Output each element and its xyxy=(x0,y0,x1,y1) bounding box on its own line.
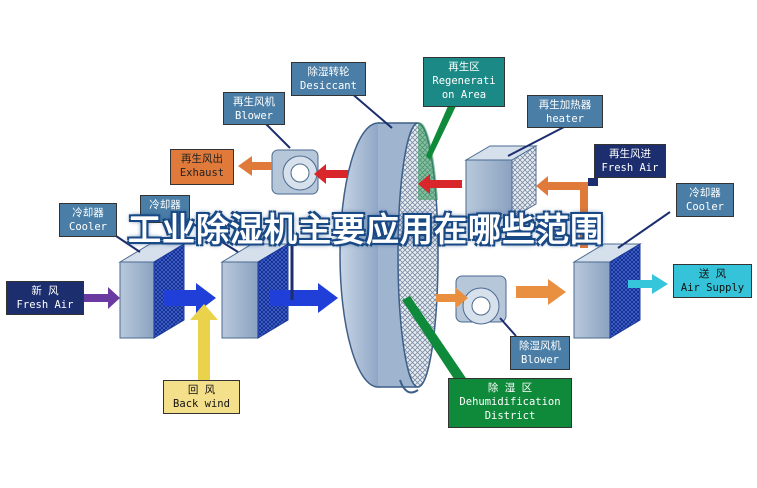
dehum-blower-label-zh: 除湿风机 xyxy=(519,340,561,352)
back-wind-label-zh: 回 风 xyxy=(187,384,216,396)
cooler-mid-label: 冷却器 xyxy=(140,195,190,223)
regen-area-label-en2: on Area xyxy=(441,89,487,101)
cooler-right-label: 冷却器 Cooler xyxy=(676,183,734,217)
cooler-right-label-zh: 冷却器 xyxy=(689,187,721,199)
dehum-blower xyxy=(455,275,507,325)
cooler-mid-label-zh: 冷却器 xyxy=(149,199,181,211)
regen-blower-label: 再生风机 Blower xyxy=(223,92,285,125)
process-flow-arrows xyxy=(84,240,668,382)
dehum-district-label: 除 湿 区 Dehumidification District xyxy=(448,378,572,428)
dehum-blower-label: 除湿风机 Blower xyxy=(510,336,570,370)
regen-blower-label-zh: 再生风机 xyxy=(233,96,275,108)
regen-area-label-en1: Regenerati xyxy=(432,75,496,87)
regen-blower xyxy=(271,149,319,195)
fresh-air-left-label: 新 风 Fresh Air xyxy=(6,281,84,315)
fresh-air-left-label-zh: 新 风 xyxy=(31,285,59,297)
dehum-district-label-zh: 除 湿 区 xyxy=(487,382,533,394)
desiccant-label-zh: 除湿转轮 xyxy=(307,66,350,78)
regen-blower-label-en: Blower xyxy=(235,110,273,122)
regen-heater-label-en: heater xyxy=(546,113,584,125)
back-wind-label: 回 风 Back wind xyxy=(163,380,240,414)
regen-area-label-zh: 再生区 xyxy=(448,61,480,73)
fresh-air-in-label: 再生风进 Fresh Air xyxy=(594,144,666,178)
cooler-left-label-zh: 冷却器 xyxy=(72,207,104,219)
back-wind-label-en: Back wind xyxy=(173,398,230,410)
cooler-mid-unit xyxy=(220,243,290,339)
desiccant-label-en: Desiccant xyxy=(300,80,357,92)
dehum-blower-label-en: Blower xyxy=(521,354,559,366)
fresh-air-in-label-en: Fresh Air xyxy=(601,162,659,174)
air-supply-label-en: Air Supply xyxy=(680,282,745,294)
fresh-air-left-label-en: Fresh Air xyxy=(16,299,74,311)
regen-flow-arrows xyxy=(238,156,598,248)
page-title: 工业除湿机主要应用在哪些范围 xyxy=(128,210,604,249)
desiccant-wheel xyxy=(339,122,439,394)
dehum-district-label-en1: Dehumidification xyxy=(459,396,561,408)
regen-heater xyxy=(464,145,538,219)
cooler-left-label-en: Cooler xyxy=(69,221,107,233)
dehum-district-pointer xyxy=(402,296,470,388)
exhaust-label-zh: 再生风出 xyxy=(181,153,223,165)
exhaust-label-en: Exhaust xyxy=(179,167,225,179)
dehum-district-label-en2: District xyxy=(484,410,536,422)
air-supply-label-zh: 送 风 xyxy=(698,268,727,280)
regen-heater-label-zh: 再生加热器 xyxy=(538,99,592,111)
fresh-air-in-label-zh: 再生风进 xyxy=(609,148,651,160)
desiccant-label: 除湿转轮 Desiccant xyxy=(291,62,366,96)
regen-area-pointer xyxy=(426,106,456,160)
air-supply-label: 送 风 Air Supply xyxy=(673,264,752,298)
exhaust-label: 再生风出 Exhaust xyxy=(170,149,234,185)
regen-area-label: 再生区 Regenerati on Area xyxy=(423,57,505,107)
cooler-left-label: 冷却器 Cooler xyxy=(59,203,117,237)
cooler-right-unit xyxy=(572,243,642,339)
cooler-right-label-en: Cooler xyxy=(686,201,724,213)
regen-heater-label: 再生加热器 heater xyxy=(527,95,603,128)
